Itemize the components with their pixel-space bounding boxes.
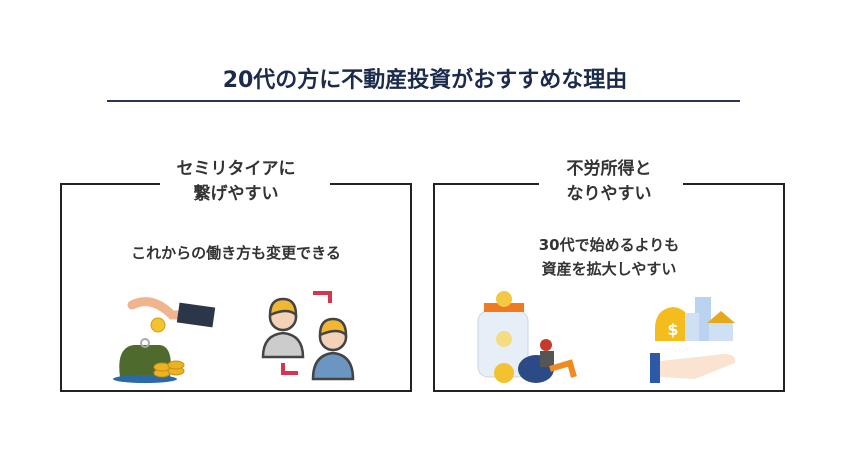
page-title: 20代の方に不動産投資がおすすめな理由 [222,68,628,93]
coin-purse-icon [113,297,216,383]
card-heading: 不労所得と なりやすい [435,157,783,207]
svg-text:$: $ [667,320,678,339]
heading-line: 不労所得と [566,159,652,179]
real-estate-asset-icon: $ [650,297,736,383]
description-line: 30代で始めるよりも [538,236,680,254]
title-underline [107,100,740,102]
card-description: 30代で始めるよりも 資産を拡大しやすい [435,233,783,281]
description-line: 資産を拡大しやすい [541,260,677,278]
card-semi-retire: セミリタイアに 繋げやすい これからの働き方も変更できる [60,159,412,392]
card-description: これからの働き方も変更できる [62,241,410,265]
heading-line: セミリタイアに [176,159,296,179]
card-heading: セミリタイアに 繋げやすい [62,157,410,207]
heading-line: なりやすい [566,184,652,204]
heading-line: 繋げやすい [193,184,279,204]
card-passive-income: 不労所得と なりやすい 30代で始めるよりも 資産を拡大しやすい $ [433,159,785,392]
description-line: これからの働き方も変更できる [131,244,341,262]
job-change-icon [261,291,355,381]
savings-jar-icon [477,291,577,383]
